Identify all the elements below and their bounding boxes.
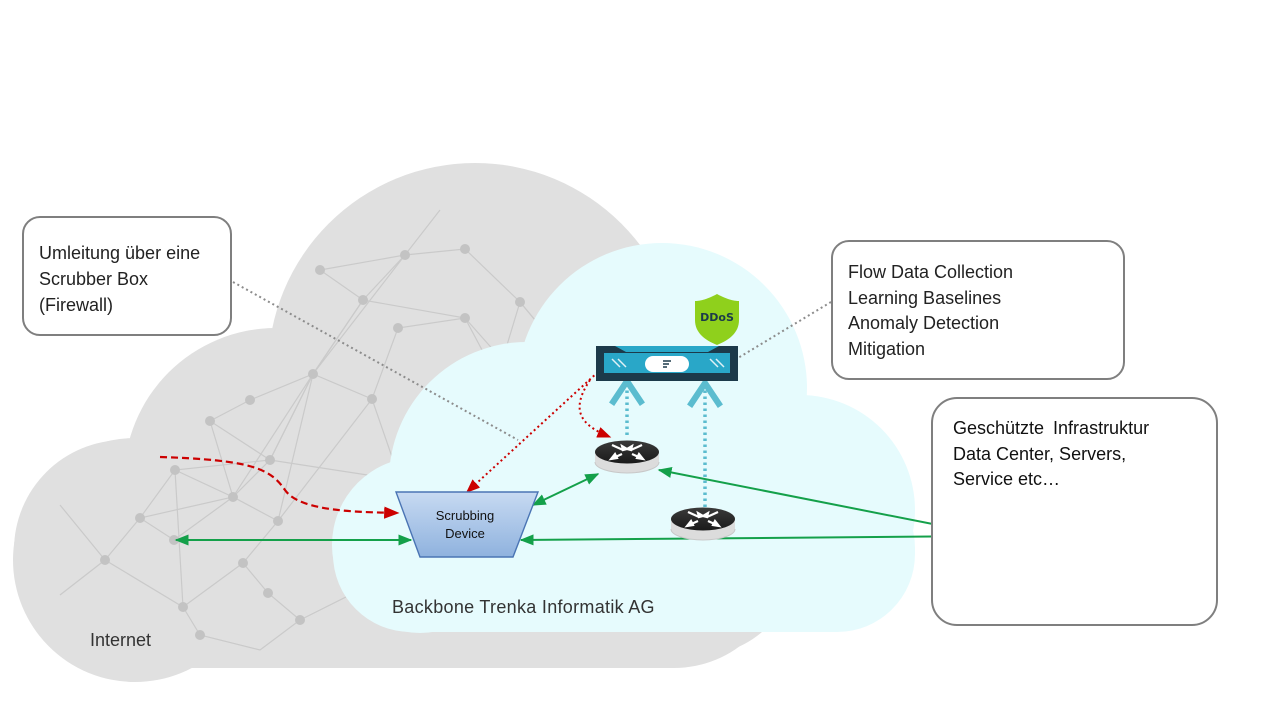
ddos-shield-label: DDoS — [700, 311, 734, 324]
scrubber-callout-line-1: Umleitung über eine — [39, 243, 201, 263]
infra-callout-line-1: Geschützte Infrastruktur — [953, 418, 1150, 438]
attack-path-red-dashed — [159, 455, 400, 519]
flow-analysis-callout: Flow Data Collection Learning Baselines … — [831, 240, 1125, 380]
scrubbing-device-label-1: Scrubbing — [436, 508, 495, 523]
protected-infrastructure-box: Geschützte Infrastruktur Data Center, Se… — [931, 397, 1218, 626]
link-scrubber-router-top — [531, 473, 600, 506]
infra-callout-line-2: Data Center, Servers, — [953, 443, 1127, 464]
scrubbing-device: Scrubbing Device — [394, 491, 540, 558]
scrubber-callout-line-3: (Firewall) — [39, 295, 113, 315]
infra-callout-line-3: Service etc… — [953, 469, 1061, 489]
scrubber-callout-leader — [232, 281, 519, 441]
flow-callout-line-2: Learning Baselines — [848, 287, 1002, 308]
redirect-red-dotted-to-router — [578, 379, 612, 438]
scrubbing-device-label-2: Device — [445, 526, 485, 541]
scrubber-callout-line-2: Scrubber Box — [39, 269, 149, 289]
ddos-shield-icon: DDoS — [695, 294, 739, 345]
flow-callout-leader — [737, 301, 832, 359]
scrubber-box-callout: Umleitung über eine Scrubber Box (Firewa… — [22, 216, 232, 336]
link-router-top-edge-router — [657, 466, 960, 533]
backbone-label: Backbone Trenka Informatik AG — [392, 597, 655, 617]
flow-callout-line-4: Mitigation — [848, 338, 926, 359]
flow-callout-line-1: Flow Data Collection — [848, 262, 1014, 282]
router-top — [593, 439, 661, 475]
internet-label: Internet — [90, 630, 152, 650]
flow-callout-line-3: Anomaly Detection — [848, 313, 1000, 333]
router-mid — [669, 506, 737, 542]
ddos-appliance — [596, 346, 738, 381]
